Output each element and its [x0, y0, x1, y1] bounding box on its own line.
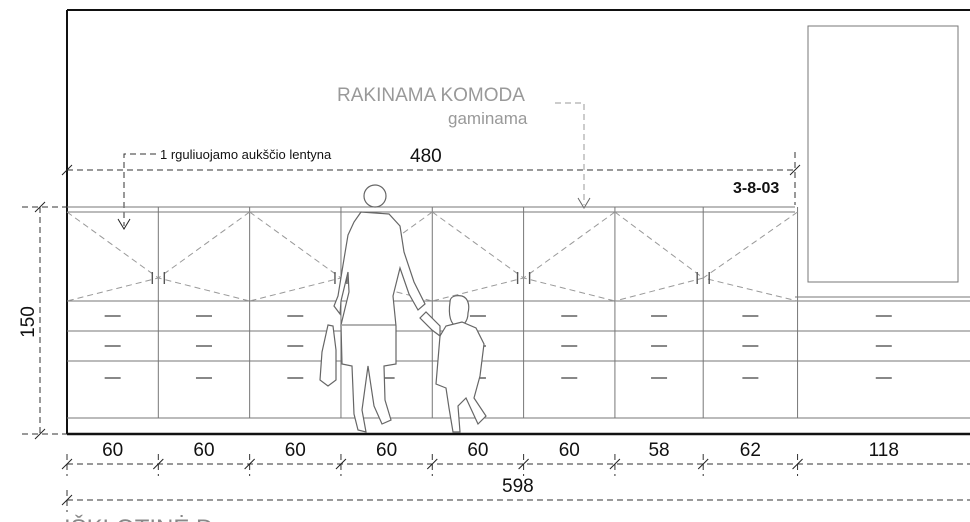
wall-outline	[66, 9, 970, 436]
module-width-label: 60	[376, 440, 397, 461]
total-width-dimension: 598	[502, 476, 534, 497]
module-width-label: 60	[102, 440, 123, 461]
dimension-tick-mark	[609, 458, 621, 470]
cabinet-run	[67, 206, 970, 419]
door-swing	[157, 211, 250, 302]
door-handles	[151, 272, 710, 284]
module-dimension-labels: 60 60 60 60 60 60 58 62 118	[102, 440, 899, 461]
child-figure	[419, 295, 487, 433]
dimension-tick-mark	[426, 458, 438, 470]
view-title: IŠKLOTINĖ D	[64, 514, 213, 522]
height-dimension: 150	[18, 306, 39, 338]
door-swing	[249, 211, 343, 302]
dimension-tick-mark	[61, 458, 73, 470]
module-dimension-line	[61, 454, 970, 476]
door-swing	[614, 211, 705, 302]
title-label: RAKINAMA KOMODA	[337, 85, 525, 106]
drawer-handles	[104, 315, 892, 379]
height-dimension-line	[22, 201, 67, 440]
shelf-note: 1 rguliuojamo aukščio lentyna	[160, 147, 332, 162]
code-label: 3-8-03	[733, 180, 779, 197]
tall-cabinet	[807, 25, 959, 283]
door-swing	[702, 211, 798, 302]
module-width-label: 60	[193, 440, 214, 461]
door-swing	[522, 211, 616, 302]
dimension-tick-mark	[335, 458, 347, 470]
subtitle-label: gaminama	[448, 109, 528, 128]
module-width-label: 62	[740, 440, 761, 461]
title-leader	[555, 102, 585, 205]
door-swing	[66, 211, 160, 302]
top-dimension-line	[61, 152, 801, 205]
woman-figure	[319, 184, 426, 433]
dimension-tick-mark	[152, 458, 164, 470]
module-width-label: 118	[869, 440, 899, 461]
dimension-tick-mark	[697, 458, 709, 470]
module-width-label: 60	[467, 440, 488, 461]
dimension-tick-mark	[518, 458, 529, 470]
module-width-label: 58	[648, 440, 669, 461]
module-width-label: 60	[559, 440, 580, 461]
overall-top-dimension: 480	[410, 146, 442, 167]
total-dimension-line	[61, 490, 970, 512]
module-width-label: 60	[285, 440, 306, 461]
shelf-leader	[123, 153, 156, 226]
dimension-tick-mark	[244, 458, 255, 470]
module-dividers	[157, 207, 799, 418]
dimension-tick-mark	[792, 458, 803, 470]
door-swing	[431, 211, 525, 302]
